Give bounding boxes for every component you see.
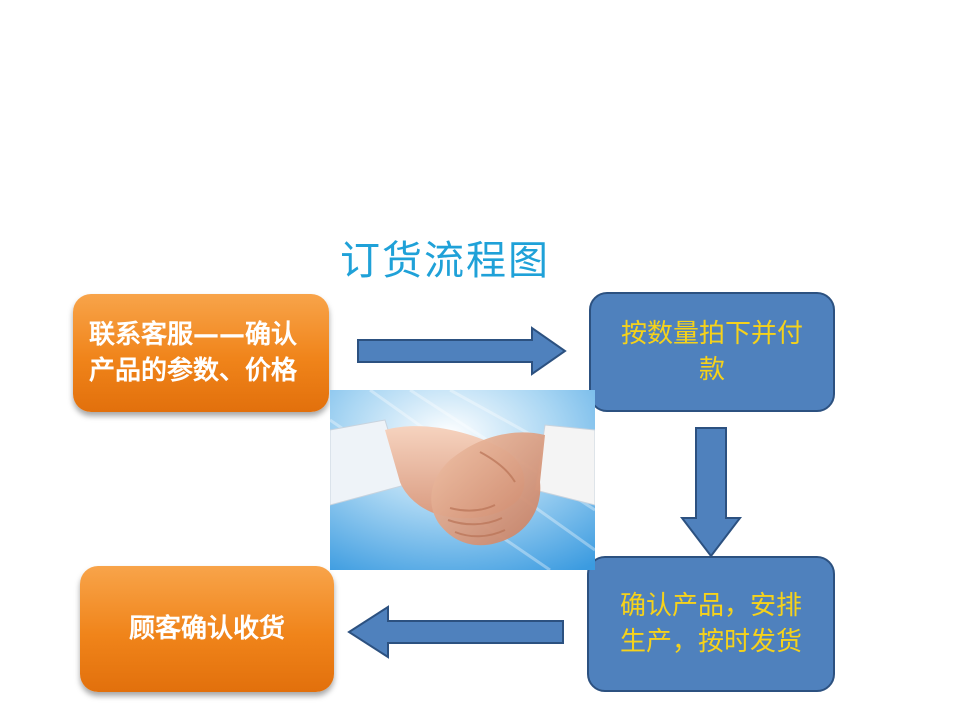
arrow-down-icon (680, 427, 742, 558)
diagram-title: 订货流程图 (340, 238, 550, 284)
step-produce-box: 确认产品，安排生产，按时发货 (587, 556, 835, 692)
handshake-image (330, 390, 595, 570)
step-order-label: 按数量拍下并付款 (620, 319, 803, 385)
step-contact-label: 联系客服——确认产品的参数、价格 (89, 320, 298, 386)
arrow-right-icon (357, 326, 567, 376)
step-order-box: 按数量拍下并付款 (589, 292, 835, 412)
step-receive-label: 顾客确认收货 (128, 614, 285, 644)
arrow-left-icon (347, 605, 564, 659)
step-receive-box: 顾客确认收货 (80, 566, 334, 692)
step-produce-label: 确认产品，安排生产，按时发货 (619, 591, 802, 657)
step-contact-box: 联系客服——确认产品的参数、价格 (73, 294, 329, 412)
